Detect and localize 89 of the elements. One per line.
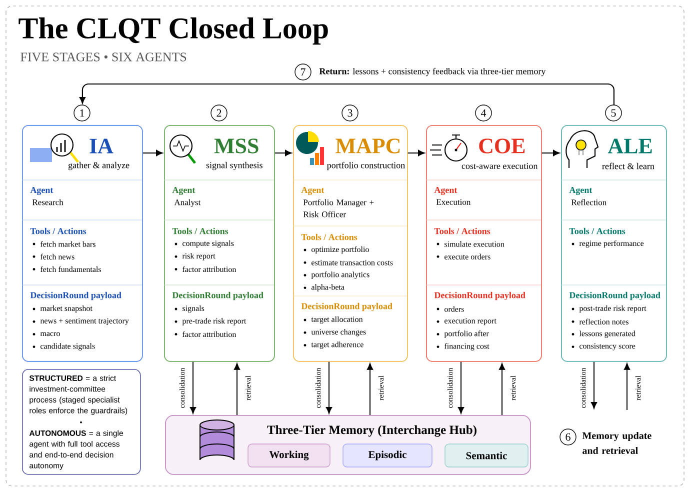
stage-abbreviation: IA xyxy=(90,138,114,154)
section-heading: Tools / Actions xyxy=(172,228,228,234)
circled-number: 2 xyxy=(210,104,228,122)
section-heading: Agent xyxy=(434,187,458,195)
memory-tier-box: Working xyxy=(248,444,330,468)
agent-name: Research xyxy=(32,199,64,206)
list-item: simulate execution xyxy=(436,241,504,247)
arrow xyxy=(624,363,630,410)
list-item: execution report xyxy=(436,318,496,326)
stage-abbreviation: COE xyxy=(479,138,525,154)
list-item: optimize portfolio xyxy=(304,246,369,254)
agent-name: Execution xyxy=(436,199,471,205)
stage-subtitle: signal synthesis xyxy=(206,162,262,170)
list-item: consistency score xyxy=(572,343,636,350)
section-heading: DecisionRound payload xyxy=(301,302,392,312)
arrow xyxy=(366,363,374,416)
arrow xyxy=(274,150,292,156)
arrow xyxy=(590,361,598,409)
section-heading: Tools / Actions xyxy=(30,228,86,234)
list-item: news + sentiment trajectory xyxy=(32,318,129,326)
circled-number: 1 xyxy=(74,104,90,122)
arrow xyxy=(142,150,163,156)
stage-subtitle: reflect & learn xyxy=(602,162,654,170)
list-item: financing cost xyxy=(436,343,490,350)
arrow xyxy=(541,150,560,156)
section-heading: Agent xyxy=(569,187,592,195)
arrow xyxy=(407,150,425,156)
list-item: candidate signals xyxy=(32,343,95,350)
stage-abbreviation: ALE xyxy=(608,138,652,154)
section-heading: DecisionRound payload xyxy=(569,292,660,300)
list-item: reflection notes xyxy=(572,318,628,324)
circled-number: 6 xyxy=(560,428,576,446)
arrow xyxy=(190,361,196,414)
stage-abbreviation: MSS xyxy=(214,138,258,154)
stage-subtitle: gather & analyze xyxy=(68,162,130,170)
circled-number: 3 xyxy=(342,104,358,122)
section-heading: Tools / Actions xyxy=(434,228,490,234)
list-item: risk report xyxy=(174,252,216,260)
stage-subtitle: cost-aware execution xyxy=(462,162,538,170)
list-item: post-trade risk report xyxy=(572,305,646,313)
agent-name: Analyst xyxy=(174,199,201,207)
list-item: market snapshot xyxy=(32,305,92,313)
list-item: regime performance xyxy=(572,240,644,248)
memory-tier-box: Episodic xyxy=(342,444,432,468)
note-text: Memory update and retrieval xyxy=(582,432,652,454)
subtitle: FIVE STAGES • SIX AGENTS xyxy=(20,52,186,62)
arrow xyxy=(79,83,614,105)
list-item: pre-trade risk report xyxy=(174,318,246,326)
circled-number: 7 xyxy=(294,64,312,80)
agent-name: Reflection xyxy=(571,199,606,206)
section-heading: DecisionRound payload xyxy=(434,292,526,300)
circled-number: 4 xyxy=(475,104,492,122)
arrow xyxy=(234,363,240,416)
stage-abbreviation: MAPC xyxy=(336,138,400,154)
list-item: universe changes xyxy=(304,328,366,336)
list-item: factor attribution xyxy=(174,266,236,272)
list-item: portfolio analytics xyxy=(304,272,370,279)
list-item: fetch news xyxy=(32,254,74,260)
list-item: macro xyxy=(32,332,60,336)
list-item: signals xyxy=(174,305,204,313)
section-heading: Agent xyxy=(172,187,196,195)
section-heading: Agent xyxy=(30,187,54,195)
section-heading: Tools / Actions xyxy=(301,234,358,240)
arrow xyxy=(326,361,332,414)
agent-name: Portfolio Manager + Risk Officer xyxy=(303,199,374,218)
title: The CLQT Closed Loop xyxy=(18,17,328,45)
list-item: lessons generated xyxy=(572,330,636,338)
section-heading: Agent xyxy=(301,187,324,195)
edge-label: Return: lessons + consistency feedback via three-tier memory xyxy=(318,66,547,78)
list-item: fetch market bars xyxy=(32,241,96,247)
circled-number: 5 xyxy=(605,104,622,122)
list-item: alpha-beta xyxy=(304,284,344,292)
section-heading: DecisionRound payload xyxy=(172,292,264,300)
list-item: factor attribution xyxy=(174,331,236,338)
stage-subtitle: portfolio construction xyxy=(327,162,405,170)
list-item: target adherence xyxy=(304,342,364,349)
list-item: orders xyxy=(436,306,464,312)
list-item: compute signals xyxy=(174,240,234,248)
list-item: fetch fundamentals xyxy=(32,266,101,272)
section-heading: Tools / Actions xyxy=(569,228,626,234)
section-heading: DecisionRound payload xyxy=(30,292,122,300)
hub-title: Three-Tier Memory (Interchange Hub) xyxy=(267,425,476,437)
arrow xyxy=(498,363,506,416)
list-item: target allocation xyxy=(304,316,363,324)
list-item: execute orders xyxy=(436,254,490,260)
arrow xyxy=(458,361,464,414)
list-item: estimate transaction costs xyxy=(304,260,393,266)
list-item: portfolio after xyxy=(436,330,489,338)
memory-tier-box: Semantic xyxy=(444,444,528,468)
